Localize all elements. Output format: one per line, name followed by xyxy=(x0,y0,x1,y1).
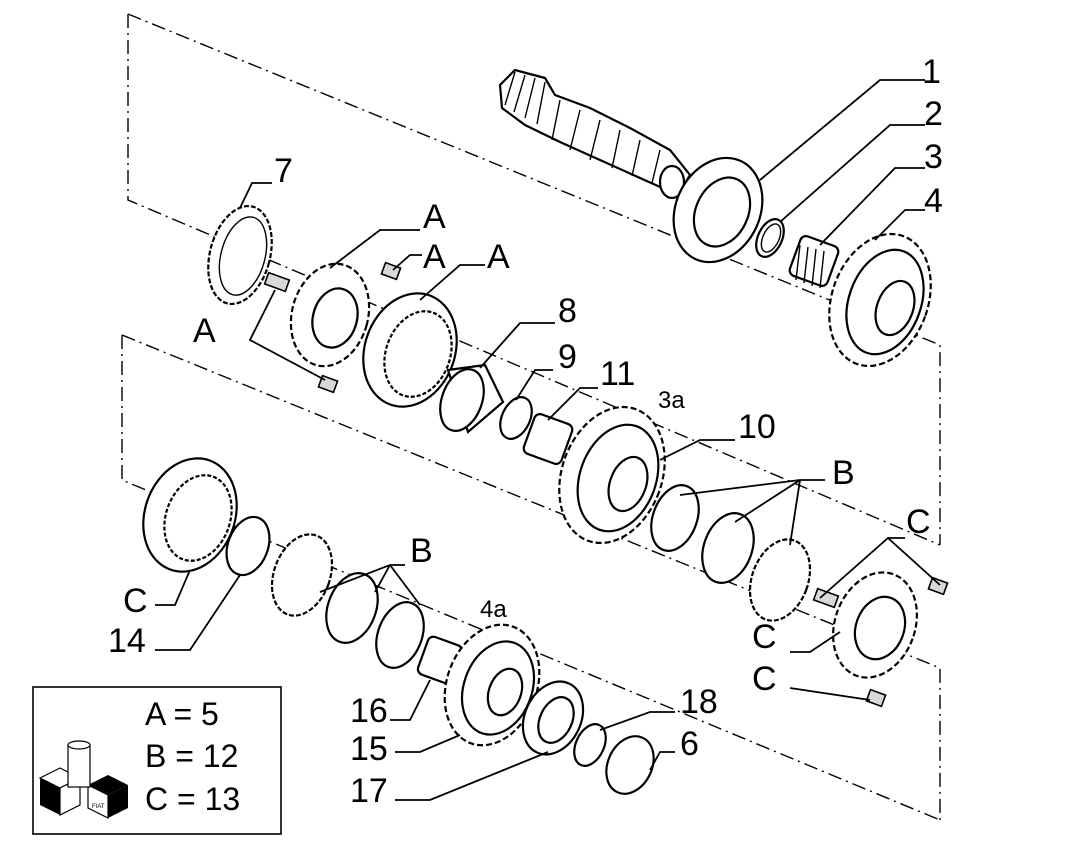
callout-17: 17 xyxy=(350,772,388,810)
ring-b-lower-3 xyxy=(375,601,425,669)
synchro-ring-7 xyxy=(207,204,273,306)
snap-ring-9 xyxy=(499,396,533,440)
callout-a-2: A xyxy=(423,238,446,276)
callout-14: 14 xyxy=(108,622,146,660)
gear-4 xyxy=(828,232,932,368)
callout-9: 9 xyxy=(558,338,577,376)
sliding-sleeve-lower xyxy=(142,457,238,573)
callout-4: 4 xyxy=(924,182,943,220)
callout-8: 8 xyxy=(558,292,577,330)
callout-2: 2 xyxy=(924,95,943,133)
callout-c-4: C xyxy=(123,582,148,620)
snap-ring-18 xyxy=(573,723,607,767)
legend-line-b: B = 12 xyxy=(145,738,238,774)
legend-line-a: A = 5 xyxy=(145,696,219,732)
synchro-ring-b-3 xyxy=(748,538,812,622)
group-outline-upper xyxy=(127,13,941,546)
callout-16: 16 xyxy=(350,692,388,730)
callout-3: 3 xyxy=(924,138,943,176)
callout-7: 7 xyxy=(274,152,293,190)
callout-b-2: B xyxy=(410,532,433,570)
key-a-left xyxy=(263,271,291,293)
callout-10: 10 xyxy=(738,408,776,446)
key-c-upper xyxy=(927,576,949,596)
ring-14 xyxy=(225,515,271,577)
bearing-1 xyxy=(672,156,764,264)
callout-c-1: C xyxy=(906,503,931,541)
callout-a-1: A xyxy=(423,198,446,236)
key-c-left xyxy=(812,587,840,609)
leader-lines xyxy=(155,79,941,801)
callout-a-3: A xyxy=(487,238,510,276)
callout-18: 18 xyxy=(680,683,718,721)
callout-4a: 4a xyxy=(480,596,507,623)
callout-a-4: A xyxy=(193,312,216,350)
callout-1: 1 xyxy=(922,53,941,91)
callout-15: 15 xyxy=(350,730,388,768)
callout-3a: 3a xyxy=(658,387,685,414)
synchro-ring-b-lower-1 xyxy=(270,533,334,617)
ring-b-1 xyxy=(650,484,700,552)
callout-c-3: C xyxy=(752,660,777,698)
legend-box: A = 5 B = 12 C = 13 xyxy=(32,686,282,835)
ring-b-2 xyxy=(701,512,755,584)
callout-b-1: B xyxy=(832,454,855,492)
group-outline-lower xyxy=(121,334,941,821)
legend-line-c: C = 13 xyxy=(145,781,240,817)
synchro-hub-upper xyxy=(289,262,371,368)
needle-bearing-11 xyxy=(522,413,574,465)
sliding-sleeve-upper xyxy=(362,292,458,408)
bush-8 xyxy=(439,363,505,434)
fiat-parts-logo: FIAT xyxy=(38,740,128,819)
callout-6: 6 xyxy=(680,725,699,763)
bearing-17 xyxy=(521,680,585,756)
snap-ring-2 xyxy=(755,218,785,258)
callout-c-2: C xyxy=(752,618,777,656)
fiat-logo-text: FIAT xyxy=(92,804,105,810)
main-shaft xyxy=(498,68,692,200)
ring-6 xyxy=(605,735,655,795)
key-c-lower xyxy=(865,688,887,708)
gear-4a xyxy=(443,623,541,747)
gear-3a xyxy=(558,405,666,545)
synchro-hub-c xyxy=(832,571,918,679)
callout-11: 11 xyxy=(600,355,635,393)
needle-bearing-3 xyxy=(788,235,840,289)
